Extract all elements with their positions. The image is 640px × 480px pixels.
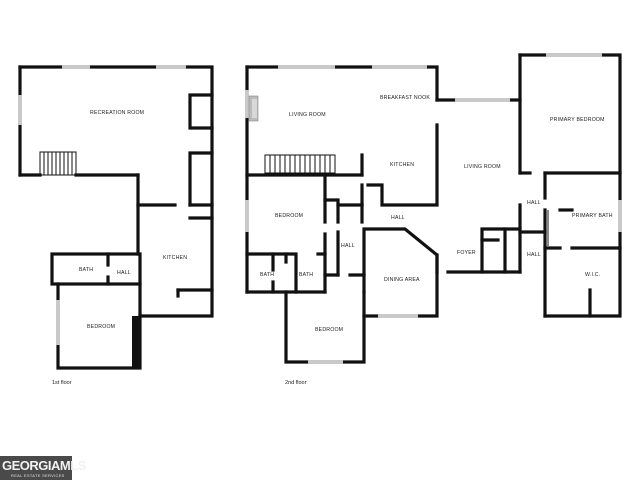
room-label-foyer: FOYER: [457, 250, 476, 256]
room-label-bedroom-lower: BEDROOM: [315, 327, 343, 333]
room-label-hall-first: HALL: [117, 270, 131, 276]
logo-tagline: REAL ESTATE SERVICES: [11, 473, 65, 478]
room-label-hall-right-upper: HALL: [527, 200, 541, 206]
room-label-breakfast-nook: BREAKFAST NOOK: [380, 95, 430, 101]
stairs-first: [39, 151, 77, 176]
room-label-bedroom-upper: BEDROOM: [275, 213, 303, 219]
room-label-hall-small: HALL: [341, 243, 355, 249]
second-floor-plan: [245, 53, 622, 364]
room-label-hall-center: HALL: [391, 215, 405, 221]
floor-label-second: 2nd floor: [285, 380, 307, 386]
logo-name: GEORGIAMLS: [2, 458, 86, 473]
room-label-bath-first: BATH: [79, 267, 93, 273]
room-label-hall-right-lower: HALL: [527, 252, 541, 258]
stairs-second: [264, 154, 336, 174]
room-label-bath-right: BATH: [299, 272, 313, 278]
georgiamls-logo: GEORGIAMLS REAL ESTATE SERVICES: [0, 456, 86, 480]
room-label-kitchen-second: KITCHEN: [390, 162, 414, 168]
room-label-living-room-right: LIVING ROOM: [464, 164, 501, 170]
room-label-living-room-left: LIVING ROOM: [289, 112, 326, 118]
room-label-recreation-room: RECREATION ROOM: [90, 110, 144, 116]
room-label-bedroom-first: BEDROOM: [87, 324, 115, 330]
room-label-bath-left: BATH: [260, 272, 274, 278]
room-label-primary-bedroom: PRIMARY BEDROOM: [550, 117, 605, 123]
room-label-primary-bath: PRIMARY BATH: [572, 213, 613, 219]
first-floor-plan: [18, 65, 214, 370]
room-label-dining-area: DINING AREA: [384, 277, 420, 283]
floor-label-first: 1st floor: [52, 380, 72, 386]
room-label-kitchen-first: KITCHEN: [163, 255, 187, 261]
room-label-wic: W.I.C.: [585, 272, 600, 278]
